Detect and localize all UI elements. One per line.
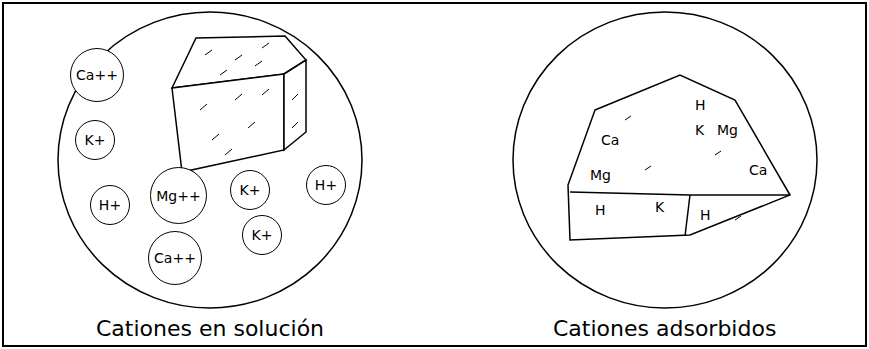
cation-circle: Ca++ — [70, 48, 124, 102]
cation-circle: H+ — [306, 165, 346, 205]
adsorbed-cation: Mg — [717, 122, 738, 138]
ion-label: Ca++ — [154, 250, 196, 266]
cation-circle: Mg++ — [150, 167, 207, 224]
adsorbed-cation: Ca — [749, 162, 767, 178]
caption-text: Cationes en solución — [96, 316, 324, 341]
cation-circle: Ca++ — [148, 231, 202, 285]
adsorbed-cation: H — [695, 97, 706, 113]
solution-circle: Cationes en solución Ca++ K+ H+ Mg++ K+ H+ K+ Ca… — [50, 5, 370, 345]
crystal-prism — [172, 36, 306, 172]
adsorbed-cation: K — [695, 122, 704, 138]
adsorbed-cation: Mg — [590, 167, 611, 183]
adsorbed-cation: K — [655, 199, 664, 215]
ion-label: K+ — [85, 132, 106, 148]
adsorbed-cation: H — [595, 202, 606, 218]
cation-circle: K+ — [230, 170, 270, 210]
frame — [3, 3, 866, 346]
ion-label: K+ — [240, 182, 261, 198]
adsorbed-cation: Ca — [601, 132, 619, 148]
cation-circle: K+ — [75, 120, 115, 160]
ion-label: Mg++ — [156, 188, 200, 204]
crystal-marks — [200, 43, 298, 155]
ion-label: Ca++ — [76, 67, 118, 83]
ion-label: K+ — [252, 227, 273, 243]
ion-label: H+ — [99, 197, 121, 213]
cation-circle: K+ — [242, 215, 282, 255]
clay-crystal: HCaKMgMgCaHKH — [565, 70, 795, 242]
ion-label: H+ — [315, 177, 337, 193]
caption-text: Cationes adsorbidos — [553, 316, 776, 341]
cation-circle: H+ — [90, 185, 130, 225]
adsorbed-cation: H — [700, 207, 711, 223]
solution-circle: Cationes adsorbidosHCaKMgMgCaHKH — [505, 5, 825, 345]
